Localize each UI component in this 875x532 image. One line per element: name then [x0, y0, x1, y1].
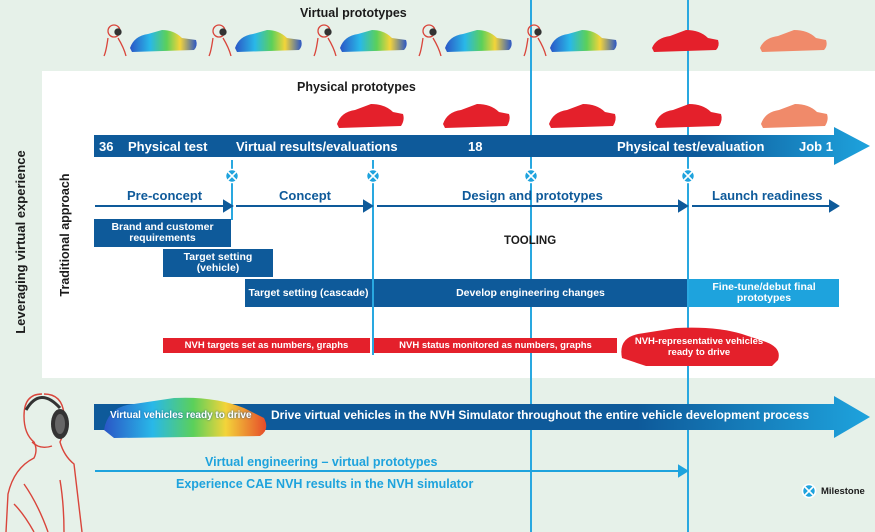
milestone-line-4: [687, 0, 689, 532]
nvh-status-box: NVH status monitored as numbers, graphs: [374, 338, 617, 353]
task-target-cascade: Target setting (cascade): [245, 279, 372, 307]
experience-cae-text: Experience CAE NVH results in the NVH si…: [176, 477, 474, 491]
task-target-vehicle: Target setting (vehicle): [163, 249, 273, 277]
vp-group-1: [103, 24, 197, 57]
phase-concept: Concept: [279, 188, 331, 203]
timeline-end: Job 1: [799, 139, 833, 154]
milestone-line-1: [231, 160, 233, 220]
traditional-label: Traditional approach: [58, 173, 72, 297]
timeline-virtual-results: Virtual results/evaluations: [236, 139, 398, 154]
phase-pre-concept: Pre-concept: [127, 188, 203, 203]
milestone-line-3: [530, 0, 532, 532]
phase-design: Design and prototypes: [462, 188, 603, 203]
virtual-engineering-text: Virtual engineering – virtual prototypes: [205, 455, 438, 469]
nvh-representative-label: NVH-representative vehicles ready to dri…: [634, 336, 764, 358]
physical-prototypes-title: Physical prototypes: [297, 80, 416, 94]
phase-launch: Launch readiness: [712, 188, 823, 203]
nvh-vehicle-shape: [621, 327, 779, 366]
leveraging-label: Leveraging virtual experience: [13, 150, 28, 334]
legend-milestone-label: Milestone: [821, 486, 865, 497]
simulator-arrow: [94, 396, 870, 438]
tooling-label: TOOLING: [504, 235, 557, 247]
timeline-start: 36: [99, 139, 114, 154]
milestone-icon: [801, 483, 817, 499]
virtual-prototypes-title: Virtual prototypes: [300, 6, 407, 20]
headphone-person-icon: [5, 393, 83, 532]
timeline-mid: 18: [468, 139, 483, 154]
task-brand-requirements: Brand and customer requirements: [94, 219, 231, 247]
nvh-targets-box: NVH targets set as numbers, graphs: [163, 338, 370, 353]
timeline-physical-eval: Physical test/evaluation: [617, 139, 765, 154]
task-develop-changes: Develop engineering changes: [374, 279, 687, 307]
physical-prototype-icons: [337, 104, 828, 128]
task-finetune: Fine-tune/debut final prototypes: [689, 279, 839, 307]
milestone-line-2: [372, 160, 374, 355]
virtual-prototype-icons: [103, 24, 827, 57]
timeline-arrow: [94, 127, 870, 165]
simulator-drive-text: Drive virtual vehicles in the NVH Simula…: [271, 408, 810, 422]
virtual-vehicles-ready: Virtual vehicles ready to drive: [110, 410, 252, 421]
timeline-physical-test: Physical test: [128, 139, 208, 154]
